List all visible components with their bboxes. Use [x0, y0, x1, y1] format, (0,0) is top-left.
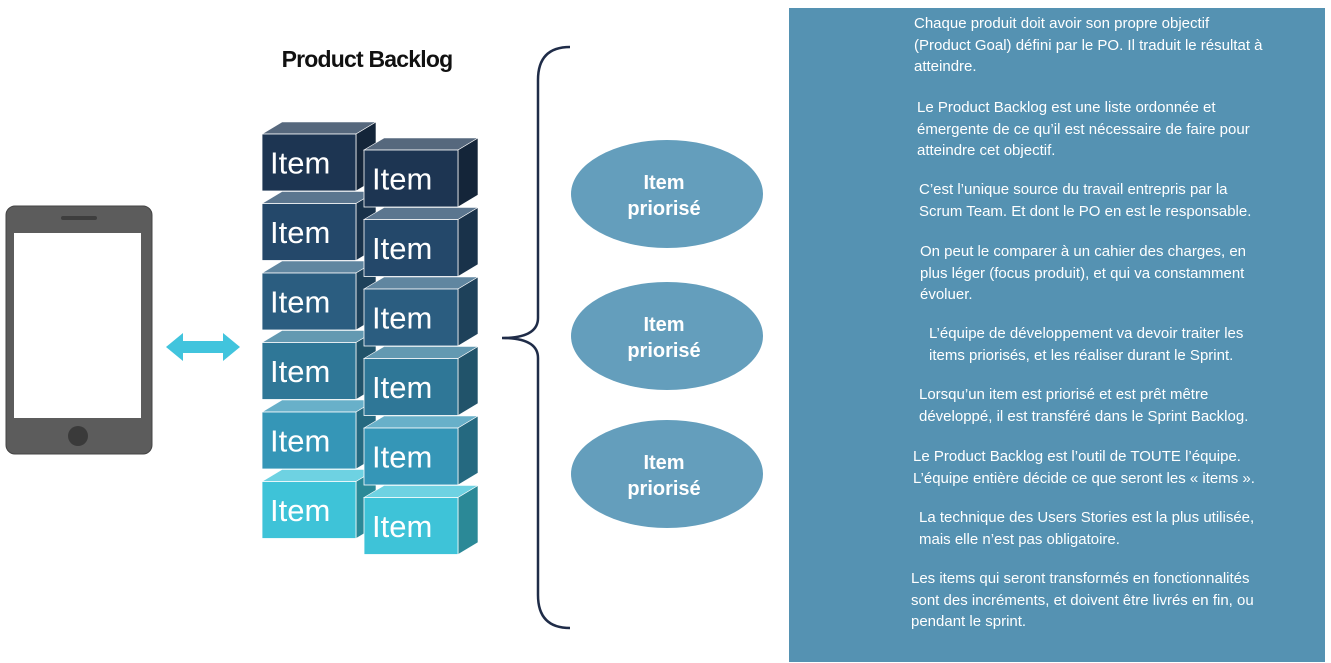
note-paragraph: Le Product Backlog est l’outil de TOUTE … [913, 448, 1255, 487]
prioritized-item-label: priorisé [627, 198, 700, 220]
prioritized-item-label: priorisé [627, 478, 700, 500]
backlog-item-label: Item [270, 285, 330, 320]
prioritized-item-oval: Item priorisé [571, 282, 763, 390]
note-paragraph: L’équipe de développement va devoir trai… [929, 325, 1244, 364]
notes-panel: Chaque produit doit avoir son propre obj… [789, 8, 1325, 662]
backlog-item: Item [260, 468, 378, 540]
double-arrow-icon [166, 333, 240, 361]
backlog-item-label: Item [270, 493, 330, 528]
note-paragraph: Le Product Backlog est une liste ordonné… [917, 99, 1250, 159]
note-paragraph: Les items qui seront transformés en fonc… [911, 570, 1254, 630]
backlog-item: Item [362, 345, 480, 417]
prioritized-item-label: Item [643, 452, 684, 474]
diagram-title: Product Backlog [281, 46, 454, 72]
backlog-item-label: Item [372, 440, 432, 475]
backlog-item: Item [260, 121, 378, 192]
backlog-item-label: Item [372, 162, 432, 197]
prioritized-item-oval: Item priorisé [571, 140, 763, 248]
backlog-item: Item [260, 190, 378, 262]
backlog-item: Item [362, 415, 480, 486]
note-paragraph: Lorsqu’un item est priorisé et est prêt … [919, 386, 1249, 425]
backlog-item: Item [362, 206, 480, 278]
backlog-item: Item [260, 399, 378, 470]
note-paragraph: Chaque produit doit avoir son propre obj… [914, 15, 1263, 75]
backlog-diagram: ItemItemItemItemItemItemItemItemItemItem… [5, 45, 763, 630]
backlog-item: Item [362, 484, 480, 556]
backlog-item: Item [260, 329, 378, 401]
backlog-item-label: Item [270, 424, 330, 459]
prioritized-item-label: priorisé [627, 340, 700, 362]
backlog-item-label: Item [270, 146, 330, 181]
backlog-item-label: Item [270, 215, 330, 250]
backlog-item: Item [362, 137, 480, 208]
prioritized-item-oval: Item priorisé [571, 420, 763, 528]
note-paragraph: On peut le comparer à un cahier des char… [920, 243, 1247, 303]
backlog-item-label: Item [372, 370, 432, 405]
backlog-item-label: Item [372, 301, 432, 336]
backlog-item-label: Item [372, 509, 432, 544]
prioritized-item-label: Item [643, 172, 684, 194]
backlog-stack: ItemItemItemItemItemItemItemItemItemItem… [260, 121, 480, 556]
backlog-item-label: Item [270, 354, 330, 389]
backlog-item-label: Item [372, 231, 432, 266]
note-paragraph: C’est l’unique source du travail entrepr… [919, 181, 1252, 220]
backlog-item: Item [260, 260, 378, 331]
note-paragraph: La technique des Users Stories est la pl… [919, 509, 1255, 548]
prioritized-item-label: Item [643, 314, 684, 336]
backlog-item: Item [362, 276, 480, 347]
curly-brace [501, 45, 571, 630]
smartphone-icon [5, 205, 153, 455]
